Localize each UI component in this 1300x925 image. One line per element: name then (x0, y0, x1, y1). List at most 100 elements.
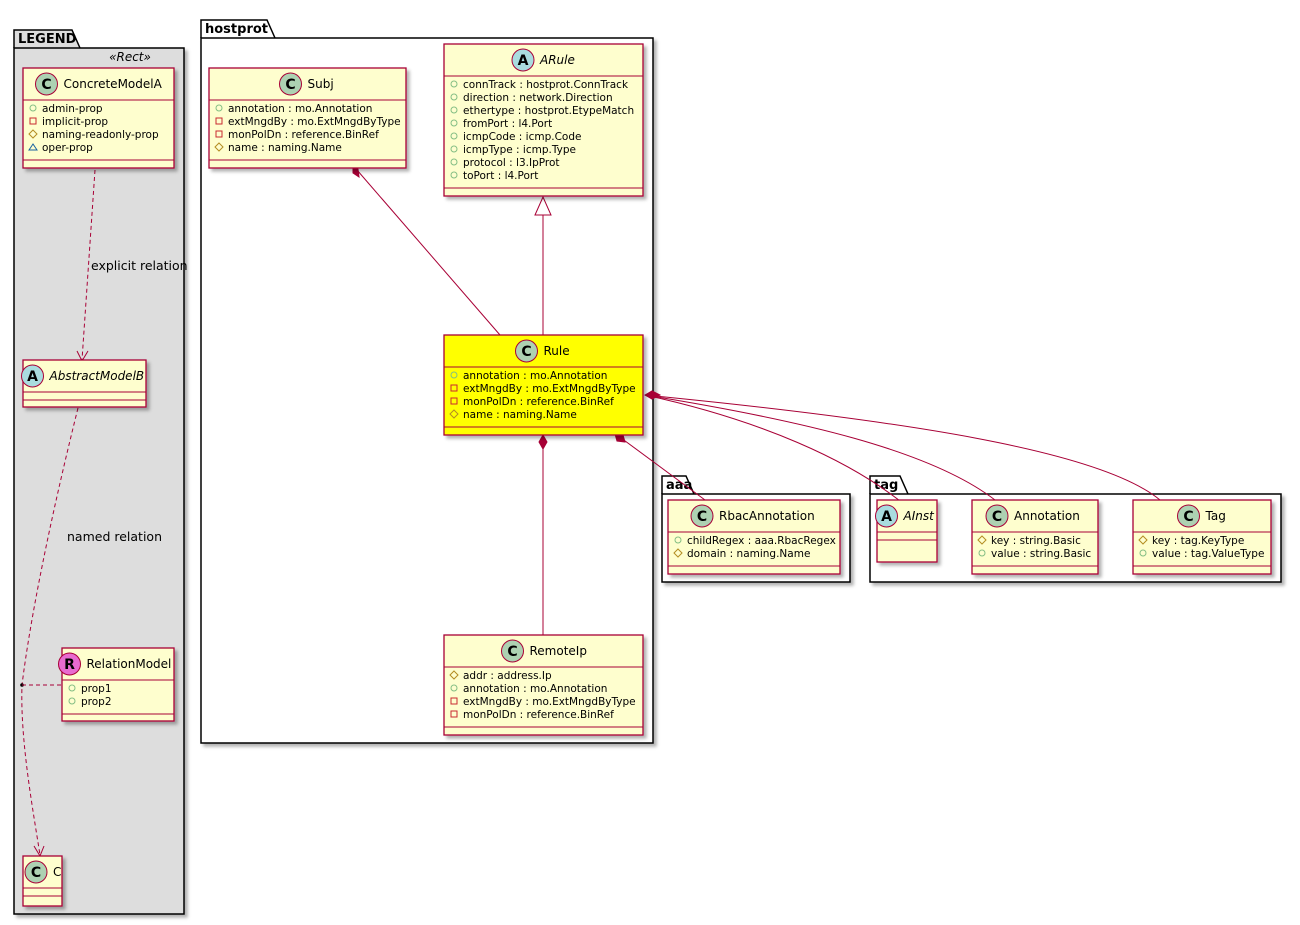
private-icon (450, 710, 458, 718)
class-rule[interactable]: C Rule annotation : mo.AnnotationextMngdBy… (443, 334, 644, 436)
attribute-text: icmpCode : icmp.Code (463, 131, 581, 143)
private-icon (450, 384, 458, 392)
abstract-class-icon: A (511, 48, 535, 72)
attribute-row: prop1 (68, 683, 112, 695)
class-name: ARule (539, 53, 575, 67)
legend-stereotype: «Rect» (109, 50, 151, 64)
public-icon (215, 104, 223, 112)
edge-named-relation (21, 407, 79, 856)
class-ainst[interactable]: A AInst (875, 499, 938, 563)
class-name: AInst (903, 509, 936, 523)
public-icon (450, 93, 458, 101)
attribute-text: extMngdBy : mo.ExtMngdByType (463, 383, 636, 395)
attribute-row: direction : network.Direction (450, 92, 613, 104)
attribute-row: monPolDn : reference.BinRef (215, 129, 379, 141)
attribute-text: extMngdBy : mo.ExtMngdByType (228, 116, 401, 128)
class-icon: C (501, 639, 524, 663)
class-name: RemoteIp (530, 644, 587, 658)
attribute-text: icmpType : icmp.Type (463, 144, 576, 156)
package-title-aaa: aaa (666, 478, 692, 493)
public-icon (450, 171, 458, 179)
edge-explicit-relation (81, 169, 96, 361)
svg-text:A: A (881, 509, 892, 525)
attribute-text: value : tag.ValueType (1152, 548, 1264, 560)
class-icon: C (35, 72, 58, 96)
public-icon (450, 145, 458, 153)
private-icon (450, 697, 458, 705)
attribute-row: value : tag.ValueType (1139, 548, 1264, 560)
attribute-row: value : string.Basic (978, 548, 1091, 560)
public-icon (450, 119, 458, 127)
attribute-text: monPolDn : reference.BinRef (463, 709, 614, 721)
attribute-row: icmpCode : icmp.Code (450, 131, 581, 143)
public-icon (450, 158, 458, 166)
attribute-text: prop1 (81, 683, 112, 695)
svg-text:A: A (518, 53, 529, 69)
attribute-row: fromPort : l4.Port (450, 118, 552, 130)
svg-text:A: A (27, 369, 38, 385)
abstract-class-icon: A (875, 504, 898, 528)
class-rbacannotation[interactable]: C RbacAnnotation childRegex : aaa.RbacRege… (667, 499, 841, 575)
abstract-class-icon: A (21, 364, 44, 388)
class-arule[interactable]: A ARule connTrack : hostprot.ConnTrackdire… (443, 43, 644, 197)
edge-rule-tag (644, 394, 1161, 501)
attribute-text: prop2 (81, 696, 112, 708)
class-name: RbacAnnotation (719, 509, 815, 523)
edge-rule-annotation (644, 394, 996, 501)
attribute-text: admin-prop (42, 103, 103, 115)
package-title-hostprot: hostprot (205, 22, 268, 37)
attribute-text: extMngdBy : mo.ExtMngdByType (463, 696, 636, 708)
package-title-legend: LEGEND (18, 32, 77, 47)
svg-text:C: C (697, 509, 707, 525)
class-name: ConcreteModelA (64, 77, 163, 91)
class-icon: C (1177, 504, 1200, 528)
public-icon (450, 106, 458, 114)
public-icon (450, 80, 458, 88)
composition-diamond-remoteip (538, 433, 548, 451)
protected-icon (449, 670, 459, 680)
attribute-row: monPolDn : reference.BinRef (450, 396, 614, 408)
class-abstractmodelb[interactable]: A AbstractModelB (21, 359, 147, 408)
attribute-text: direction : network.Direction (463, 92, 613, 104)
class-concretemodela[interactable]: C ConcreteModelA admin-propimplicit-propna… (22, 67, 175, 169)
attribute-row: naming-readonly-prop (28, 129, 159, 141)
attribute-row: key : tag.KeyType (1138, 535, 1244, 547)
attribute-text: key : string.Basic (991, 535, 1081, 547)
svg-text:C: C (1183, 509, 1193, 525)
attribute-row: key : string.Basic (977, 535, 1081, 547)
attribute-row: implicit-prop (29, 116, 108, 128)
class-name: Subj (308, 77, 334, 91)
attribute-text: monPolDn : reference.BinRef (228, 129, 379, 141)
class-name: Rule (544, 344, 570, 358)
svg-text:C: C (507, 644, 517, 660)
attribute-text: childRegex : aaa.RbacRegex (687, 535, 836, 547)
public-icon (450, 371, 458, 379)
attribute-row: annotation : mo.Annotation (450, 370, 607, 382)
public-icon (978, 549, 986, 557)
public-icon (68, 684, 76, 692)
attribute-row: toPort : l4.Port (450, 170, 538, 182)
package-private-icon (28, 143, 38, 151)
attribute-text: fromPort : l4.Port (463, 118, 552, 130)
generalization-arrow (534, 195, 552, 216)
attribute-row: extMngdBy : mo.ExtMngdByType (450, 696, 636, 708)
class-icon: C (985, 504, 1009, 528)
attribute-row: domain : naming.Name (673, 548, 810, 560)
attribute-row: connTrack : hostprot.ConnTrack (450, 79, 629, 91)
class-name: AbstractModelB (49, 369, 145, 383)
attribute-text: annotation : mo.Annotation (463, 370, 607, 382)
protected-icon (28, 129, 38, 139)
edge-rule-ainst (644, 394, 906, 506)
edge-subj-rule (356, 169, 501, 336)
class-icon: C (690, 504, 714, 528)
attribute-text: key : tag.KeyType (1152, 535, 1244, 547)
class-name: Annotation (1014, 509, 1080, 523)
attribute-text: value : string.Basic (991, 548, 1091, 560)
class-icon: C (515, 339, 538, 363)
